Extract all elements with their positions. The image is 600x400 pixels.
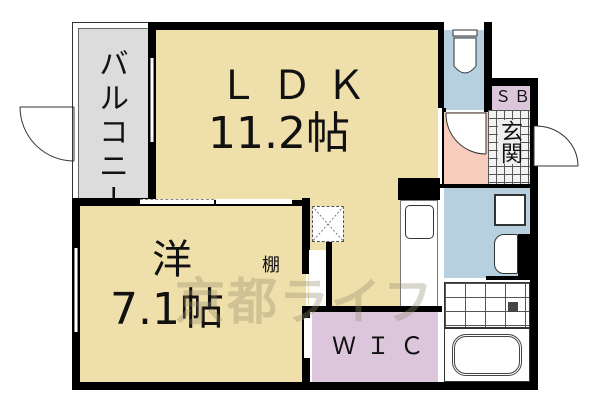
- entrance-door-icon: [533, 125, 579, 167]
- shoebox-label: ＳＢ: [495, 87, 534, 106]
- washbasin-icon: [494, 234, 518, 274]
- wall: [530, 78, 538, 390]
- wic-label: ＷＩＣ: [332, 332, 434, 360]
- window: [150, 58, 154, 142]
- ldk-label: ＬＤＫ: [218, 63, 380, 109]
- watermark: 京都ライフ: [175, 273, 435, 331]
- room-shoebox: [492, 86, 530, 110]
- wall: [302, 198, 310, 274]
- wall: [440, 184, 534, 188]
- window: [74, 248, 78, 332]
- pillar: [398, 178, 440, 200]
- room-wic: [312, 312, 438, 382]
- sink-icon: [405, 205, 434, 239]
- shelf-label: 棚: [262, 255, 280, 276]
- western-label: 洋: [152, 237, 192, 283]
- kitchen-counter: [400, 200, 438, 310]
- room-western: [80, 206, 306, 382]
- door-swing-icon: [445, 112, 487, 155]
- window: [216, 199, 292, 204]
- washer-icon: [494, 194, 526, 226]
- balcony-door-icon: [19, 106, 75, 162]
- wall: [484, 78, 538, 86]
- pipe-space-icon: [312, 206, 344, 242]
- wall: [436, 22, 444, 108]
- wall: [484, 22, 492, 112]
- western-size: 7.1帖: [110, 284, 224, 335]
- wall: [306, 306, 442, 312]
- wic-door-gap: [304, 318, 312, 358]
- balcony: [78, 28, 150, 200]
- shelf: [309, 250, 326, 308]
- balcony-label: バルコニー: [93, 48, 128, 218]
- entrance-label: 玄関: [497, 120, 522, 164]
- wall: [486, 276, 534, 280]
- ldk-size: 11.2帖: [208, 108, 350, 159]
- wall: [518, 234, 534, 280]
- toilet-icon: [452, 29, 478, 74]
- room-ldk: [156, 30, 438, 200]
- faucet-icon: [508, 302, 518, 312]
- bathtub-icon: [452, 334, 522, 376]
- wall: [326, 242, 332, 312]
- window: [140, 199, 214, 204]
- wall: [148, 22, 444, 30]
- wall: [72, 382, 536, 390]
